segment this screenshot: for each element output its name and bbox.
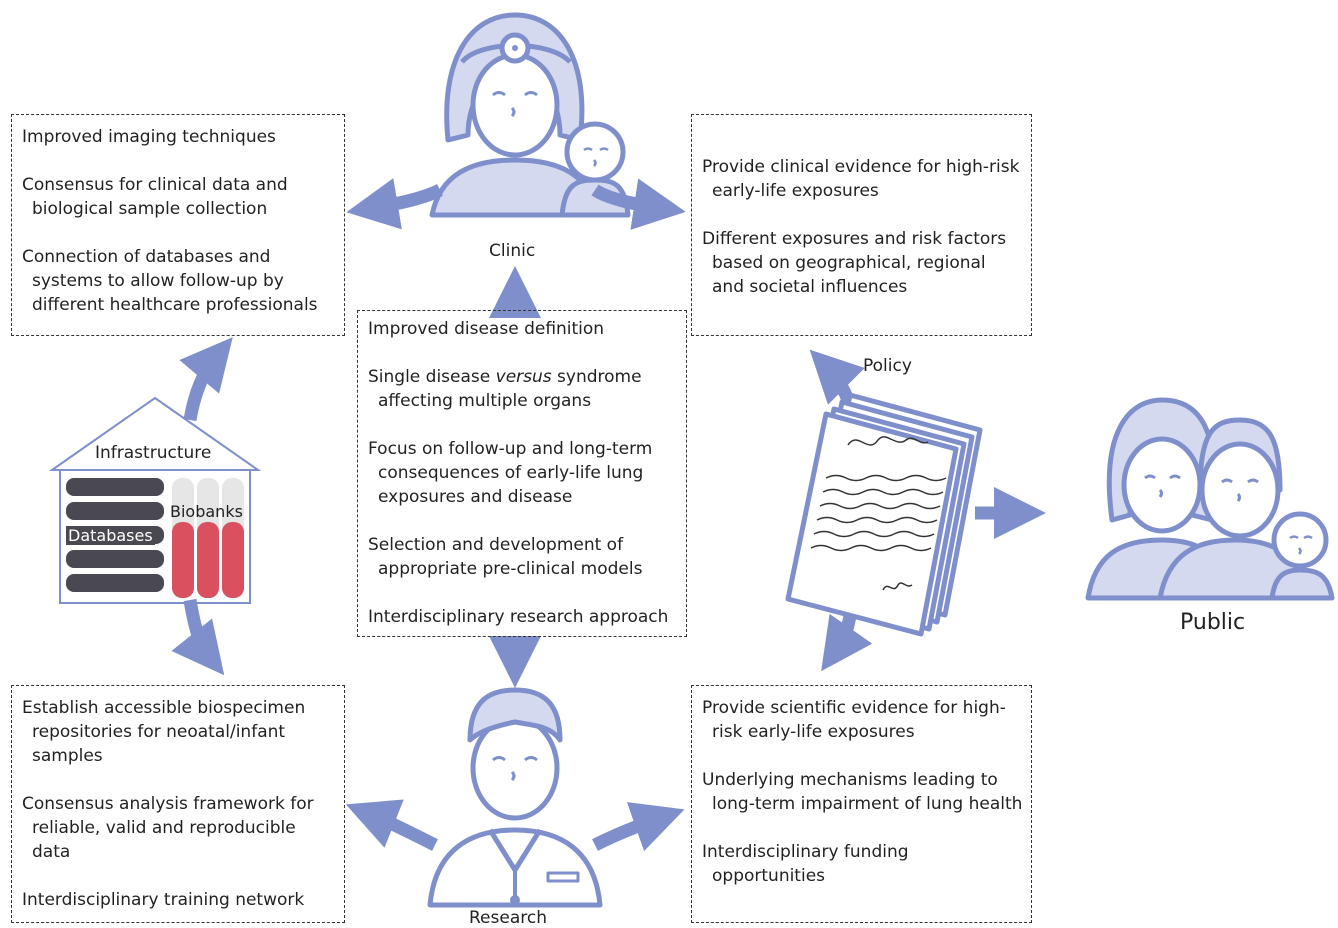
- family-icon: [1085, 397, 1335, 601]
- databases-label: Databases: [66, 526, 155, 545]
- center-item-5: Interdisciplinary research approach: [368, 607, 669, 627]
- arrow-clinic-to-infrastructure-box: [346, 178, 443, 230]
- policy-label: Policy: [863, 356, 912, 376]
- research-left-box: Establish accessible biospecimen reposit…: [11, 685, 345, 923]
- biobanks-label: Biobanks: [170, 502, 243, 521]
- infrastructure-box: Improved imaging techniques Consensus fo…: [11, 114, 345, 336]
- research-right-item-2: Underlying mechanisms leading to long-te…: [702, 770, 1023, 814]
- research-left-item-3: Interdisciplinary training network: [22, 890, 305, 910]
- research-left-item-1: Establish accessible biospecimen reposit…: [22, 698, 306, 766]
- infrastructure-house-icon: [48, 396, 262, 604]
- research-label: Research: [469, 908, 547, 928]
- policy-document-icon: [785, 392, 983, 637]
- arrow-research-to-left-box: [345, 799, 438, 851]
- center-item-4: Selection and development of appropriate…: [368, 535, 643, 579]
- research-right-item-3: Interdisciplinary funding opportunities: [702, 842, 909, 886]
- arrow-document-to-research-box: [821, 613, 873, 672]
- infrastructure-label: Infrastructure: [95, 443, 212, 463]
- public-label: Public: [1180, 610, 1246, 635]
- policy-item-1: Provide clinical evidence for high-risk …: [702, 157, 1020, 201]
- researcher-icon: [427, 687, 603, 908]
- arrow-house-to-research-box: [171, 598, 225, 676]
- arrow-clinic-to-policy-box: [591, 178, 686, 230]
- clinician-with-baby-icon: [429, 12, 631, 218]
- arrow-document-to-policy-box: [809, 349, 865, 405]
- center-item-2-em: versus: [495, 367, 552, 387]
- center-item-2-a: Single disease: [368, 367, 496, 387]
- infra-item-3: Connection of databases and systems to a…: [22, 247, 318, 315]
- arrow-research-to-right-box: [592, 802, 685, 852]
- infra-item-2: Consensus for clinical data and biologic…: [22, 175, 288, 219]
- center-box: Improved disease definition Single disea…: [357, 310, 687, 637]
- policy-item-2: Different exposures and risk factors bas…: [702, 229, 1007, 297]
- center-item-3: Focus on follow-up and long-term consequ…: [368, 439, 653, 507]
- clinic-label: Clinic: [489, 241, 536, 261]
- infra-item-1: Improved imaging techniques: [22, 127, 276, 147]
- research-right-box: Provide scientific evidence for high-ris…: [691, 685, 1032, 923]
- research-right-item-1: Provide scientific evidence for high-ris…: [702, 698, 1006, 742]
- policy-box: Provide clinical evidence for high-risk …: [691, 114, 1032, 336]
- center-item-2: Single disease versus syndrome affecting…: [368, 365, 678, 413]
- center-item-1: Improved disease definition: [368, 319, 605, 339]
- research-left-item-2: Consensus analysis framework for reliabl…: [22, 794, 314, 862]
- arrow-house-to-infra-box: [179, 337, 233, 422]
- center-item-2-b: syndrome affecting multiple organs: [378, 367, 642, 411]
